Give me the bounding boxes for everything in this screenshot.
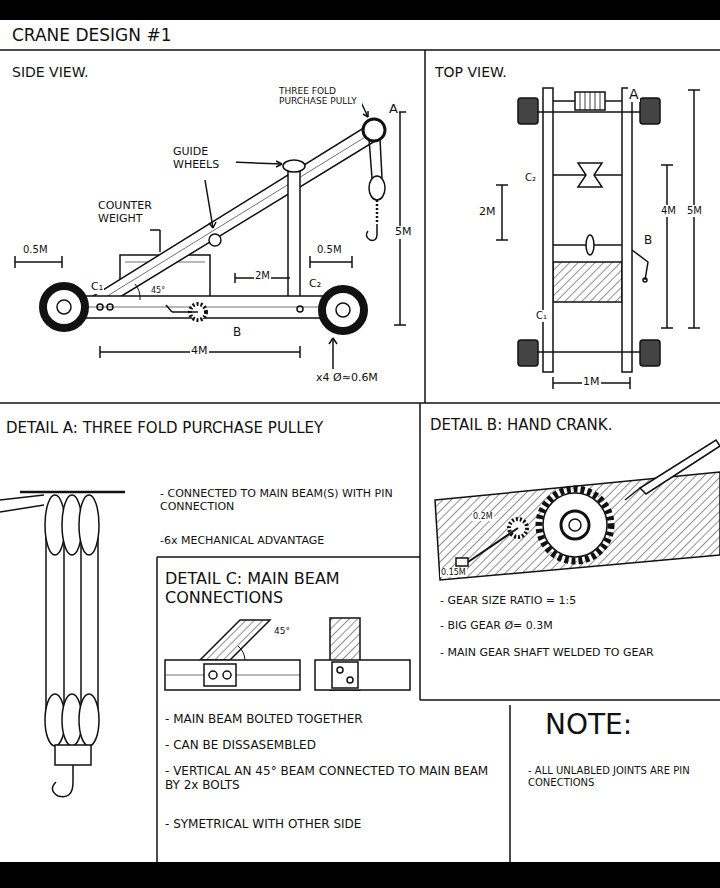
dimension-label: C₂ — [308, 278, 322, 291]
dimension-label: 5M — [686, 205, 703, 217]
dimension-label: GUIDE WHEELS — [172, 146, 236, 171]
dimension-label: THREE FOLD PURCHASE PULLY — [278, 86, 362, 107]
dimension-label: 0.5M — [316, 244, 343, 256]
dimension-label: A — [628, 86, 640, 102]
dimension-label: 4M — [190, 345, 209, 358]
panel-note: - BIG GEAR Ø= 0.3M — [440, 620, 710, 633]
dimension-label: 5M — [394, 226, 413, 239]
dimension-label: C₂ — [524, 172, 537, 184]
dimension-label: C₁ — [90, 281, 104, 294]
panel-note: - ALL UNLABLED JOINTS ARE PIN CONECTIONS — [528, 765, 708, 789]
crank-detail — [435, 440, 720, 580]
panel-heading: NOTE: — [545, 708, 715, 741]
panel-note: - MAIN BEAM BOLTED TOGETHER — [165, 712, 495, 726]
note-panel: NOTE: - ALL UNLABLED JOINTS ARE PIN CONEC… — [510, 700, 720, 862]
panel-heading: TOP VIEW. — [435, 64, 585, 81]
dimension-label: 45° — [273, 626, 291, 636]
view-panel: DETAIL C: MAIN BEAM CONNECTIONS - MAIN BE… — [157, 557, 510, 862]
side-view-crane — [15, 100, 406, 369]
dimension-label: 0.15M — [440, 568, 467, 577]
dimension-label: 1M — [582, 376, 601, 389]
dimension-label: A — [388, 102, 399, 117]
pulley-detail — [0, 492, 125, 797]
dimension-label: B — [643, 234, 653, 248]
top-view-crane — [496, 88, 700, 389]
view-panel: DETAIL A: THREE FOLD PURCHASE PULLEY - CO… — [0, 403, 420, 862]
panel-heading: SIDE VIEW. — [12, 64, 162, 81]
dimension-label: 2M — [478, 206, 497, 219]
view-panel: TOP VIEW. — [425, 50, 720, 403]
sheet-title: CRANE DESIGN #1 — [12, 25, 171, 45]
dimension-label: 0.2M — [472, 512, 494, 521]
dimension-label: C₁ — [535, 310, 548, 322]
panel-note: - CONNECTED TO MAIN BEAM(S) WITH PIN CON… — [160, 488, 395, 514]
panel-heading: DETAIL C: MAIN BEAM CONNECTIONS — [165, 570, 405, 608]
panel-note: - VERTICAL AN 45° BEAM CONNECTED TO MAIN… — [165, 764, 495, 792]
dimension-label: B — [232, 326, 242, 340]
panel-heading: DETAIL B: HAND CRANK. — [430, 417, 710, 435]
view-panel: DETAIL B: HAND CRANK. - GEAR SIZE RATIO =… — [420, 403, 720, 700]
dimension-label: x4 Ø≈0.6M — [315, 372, 379, 385]
dimension-label: 45° — [150, 286, 166, 295]
dimension-label: 2M — [254, 270, 271, 282]
panel-heading: DETAIL A: THREE FOLD PURCHASE PULLEY — [6, 420, 411, 438]
dimension-label: 0.5M — [22, 244, 49, 256]
panel-note: -6x MECHANICAL ADVANTAGE — [160, 535, 410, 548]
panel-note: - SYMETRICAL WITH OTHER SIDE — [165, 817, 495, 831]
panel-note: - GEAR SIZE RATIO = 1:5 — [440, 595, 710, 608]
dimension-label: 4M — [660, 205, 677, 217]
dimension-label: COUNTER WEIGHT — [97, 200, 177, 225]
panel-note: - MAIN GEAR SHAFT WELDED TO GEAR — [440, 647, 670, 660]
panel-note: - CAN BE DISSASEMBLED — [165, 738, 495, 752]
beam-connection-detail — [165, 618, 410, 690]
